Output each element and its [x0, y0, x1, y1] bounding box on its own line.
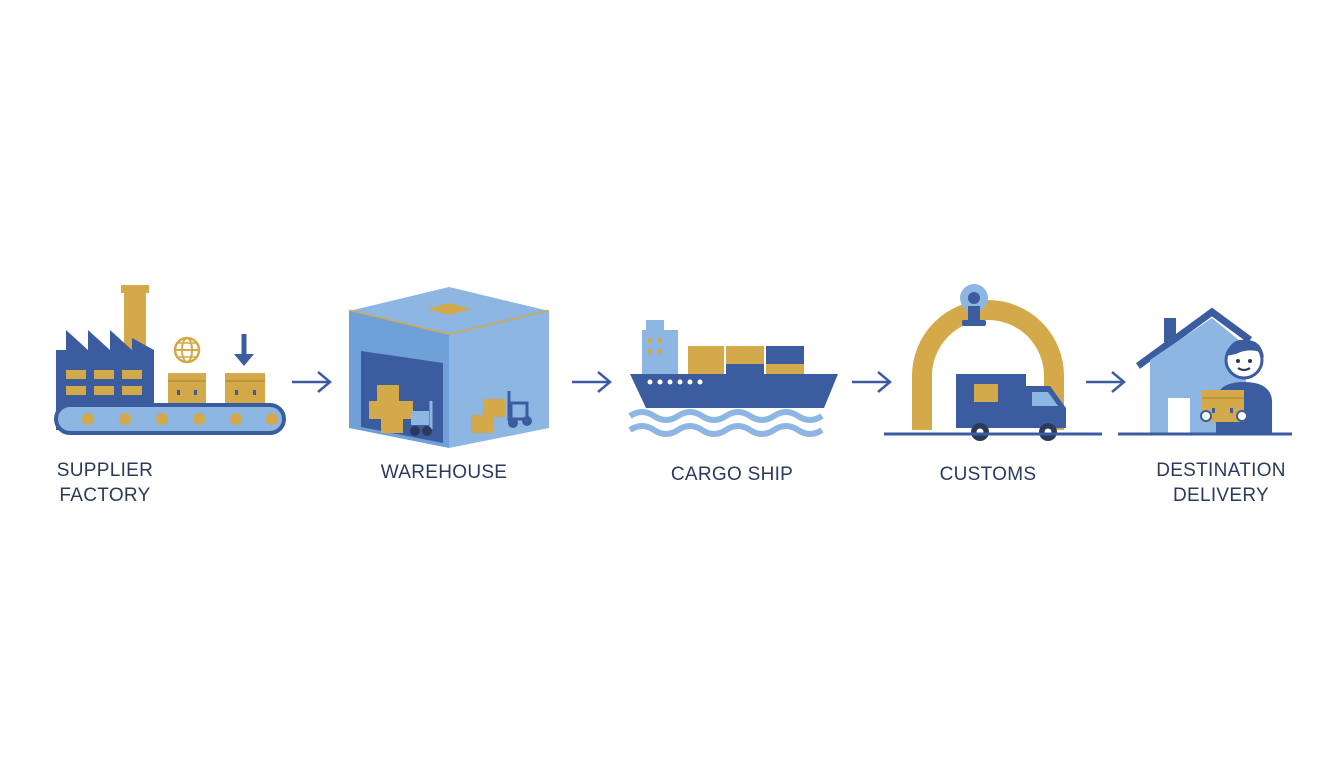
- cargo-ship-icon: [628, 320, 838, 437]
- stage-label-supplier-factory: SUPPLIER FACTORY: [56, 460, 154, 506]
- arrow-right-icon: [292, 371, 332, 393]
- arrow-right-icon: [1086, 371, 1126, 393]
- arrow-right-icon: [572, 371, 612, 393]
- factory-icon: [54, 285, 286, 435]
- stage-label-warehouse: WAREHOUSE: [380, 462, 508, 483]
- stage-label-cargo-ship: CARGO SHIP: [670, 464, 794, 485]
- arrow-right-icon: [852, 371, 892, 393]
- warehouse-icon: [348, 287, 550, 448]
- stage-label-destination-delivery: DESTINATION DELIVERY: [1156, 460, 1286, 506]
- stage-label-customs: CUSTOMS: [939, 464, 1037, 485]
- customs-icon: [884, 284, 1102, 441]
- house-delivery-icon: [1118, 307, 1292, 436]
